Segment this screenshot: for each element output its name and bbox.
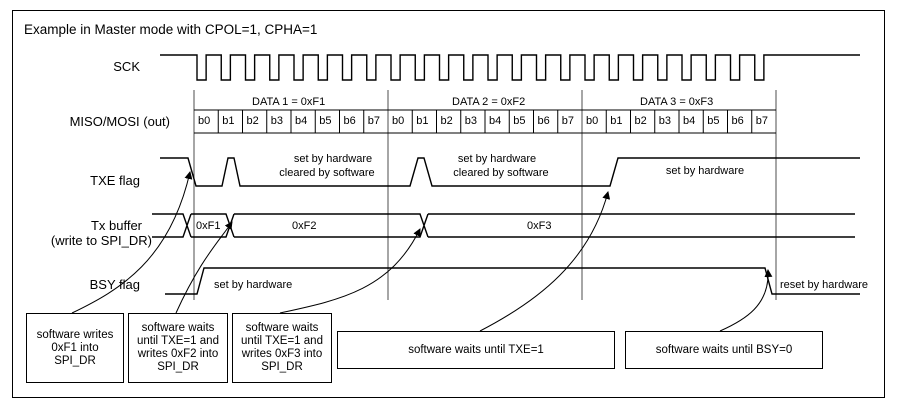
bit-label: b5 xyxy=(319,115,332,127)
note-line: until TXE=1 and xyxy=(137,335,219,347)
note-line: writes 0xF3 into xyxy=(241,348,323,360)
bsy-note-set: set by hardware xyxy=(214,279,293,291)
arrow-box2 xyxy=(175,221,233,314)
bit-label: b6 xyxy=(343,115,356,127)
diagram-frame xyxy=(12,10,885,398)
arrow-box5 xyxy=(719,269,773,332)
txe-note-1a: set by hardware xyxy=(293,153,373,165)
note-box-write-f3: software waits until TXE=1 and writes 0x… xyxy=(232,313,332,383)
note-line: SPI_DR xyxy=(157,361,199,373)
bit-label: b1 xyxy=(416,115,429,127)
arrow-box4 xyxy=(479,191,611,332)
tx-bus-path xyxy=(152,213,855,238)
txe-note-3: set by hardware xyxy=(665,165,745,177)
bsy-note-reset: reset by hardware xyxy=(780,279,869,291)
bit-label: b0 xyxy=(198,115,211,127)
note-line: software writes xyxy=(36,328,114,341)
bit-label: b7 xyxy=(561,115,574,127)
txe-note-2b: cleared by software xyxy=(453,167,549,179)
bit-label: b0 xyxy=(586,115,599,127)
bit-label: b7 xyxy=(755,115,768,127)
signal-label-sck: SCK xyxy=(113,59,140,74)
note-line: until TXE=1 and xyxy=(241,335,323,347)
bit-label: b4 xyxy=(295,115,308,127)
arrow-box1 xyxy=(71,171,193,314)
txe-wave-path xyxy=(160,157,860,187)
bit-label: b4 xyxy=(489,115,502,127)
tx-value-1: 0xF1 xyxy=(196,220,221,232)
note-box-write-f1: software writes 0xF1 into SPI_DR xyxy=(26,313,124,383)
txe-waveform xyxy=(160,157,860,187)
note-line: SPI_DR xyxy=(54,354,96,367)
bit-label: b0 xyxy=(392,115,405,127)
bit-label: b1 xyxy=(222,115,235,127)
note-line: software waits xyxy=(141,322,215,334)
note-box-wait-bsy: software waits until BSY=0 xyxy=(625,331,823,369)
txe-note-2a: set by hardware xyxy=(457,153,537,165)
bit-label: b6 xyxy=(537,115,550,127)
signal-label-miso-mosi: MISO/MOSI (out) xyxy=(69,114,170,129)
arrow-box3 xyxy=(279,228,421,314)
bit-label: b5 xyxy=(513,115,526,127)
note-line: software waits until BSY=0 xyxy=(655,343,793,356)
data-label-1: DATA 1 = 0xF1 xyxy=(252,96,326,108)
note-box-write-f2: software waits until TXE=1 and writes 0x… xyxy=(128,313,228,383)
data-label-3: DATA 3 = 0xF3 xyxy=(640,96,714,108)
data-label-2: DATA 2 = 0xF2 xyxy=(452,96,526,108)
bit-label: b2 xyxy=(440,115,453,127)
sck-wave-path xyxy=(160,54,860,81)
signal-label-txe: TXE flag xyxy=(90,173,140,188)
signal-label-tx-buffer: Tx buffer xyxy=(90,218,142,233)
bit-label: b5 xyxy=(707,115,720,127)
bit-label: b3 xyxy=(658,115,671,127)
bit-label: b3 xyxy=(464,115,477,127)
bit-cell-lines xyxy=(193,90,777,300)
note-line: software waits xyxy=(245,322,319,334)
note-line: software waits until TXE=1 xyxy=(408,343,544,356)
tx-value-2: 0xF2 xyxy=(292,220,317,232)
bit-label: b2 xyxy=(634,115,647,127)
note-line: 0xF1 into xyxy=(51,341,99,354)
signal-label-bsy: BSY flag xyxy=(89,277,140,292)
note-box-wait-txe: software waits until TXE=1 xyxy=(337,331,615,369)
tx-value-3: 0xF3 xyxy=(527,220,552,232)
annotation-arrows xyxy=(71,171,773,332)
tx-buffer-bus xyxy=(152,213,855,238)
bit-label: b2 xyxy=(246,115,259,127)
bsy-waveform xyxy=(165,267,860,295)
bsy-wave-path xyxy=(165,267,860,295)
bit-label: b3 xyxy=(270,115,283,127)
txe-note-1b: cleared by software xyxy=(279,167,375,179)
bit-label: b6 xyxy=(731,115,744,127)
bit-label: b7 xyxy=(367,115,380,127)
signal-label-tx-buffer-sub: (write to SPI_DR) xyxy=(50,233,152,248)
bit-label: b4 xyxy=(683,115,696,127)
note-line: writes 0xF2 into xyxy=(137,348,219,360)
note-line: SPI_DR xyxy=(261,361,303,373)
diagram-title: Example in Master mode with CPOL=1, CPHA… xyxy=(24,22,318,37)
sck-waveform xyxy=(160,54,860,81)
bit-label: b1 xyxy=(610,115,623,127)
